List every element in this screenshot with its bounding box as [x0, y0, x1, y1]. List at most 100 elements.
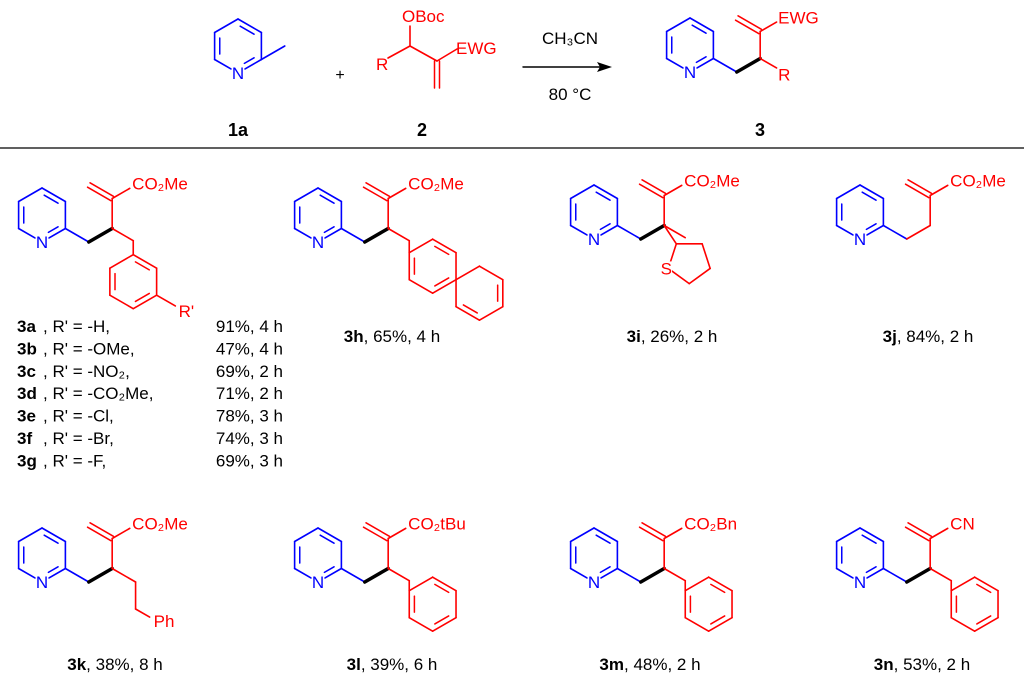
pyridine-ring-bond — [213, 18, 239, 34]
wedge-bond — [639, 566, 666, 584]
alkene-double-bond — [365, 182, 391, 198]
bond — [663, 224, 678, 245]
pyridine-ring-double-bond — [43, 534, 59, 544]
para-bond — [155, 294, 177, 307]
pyridine-ring-bond — [293, 527, 319, 543]
yield-time: , 48%, 2 h — [624, 655, 701, 674]
bond — [340, 567, 366, 583]
bond — [882, 567, 908, 583]
naphthalene-ring-bond — [455, 265, 481, 281]
compound-id: 3e — [17, 407, 36, 426]
bond — [64, 227, 90, 243]
ewg-label: CO₂Me — [132, 515, 188, 534]
pyridine-ring-bond — [593, 184, 619, 200]
phenyl-ring-double-bond — [434, 615, 450, 625]
ewg-label: CN — [950, 515, 975, 534]
compound-id: 3g — [17, 451, 37, 470]
ewg-label: CO₂Bn — [684, 515, 737, 534]
phenyl-ring-bond — [684, 616, 710, 632]
compound-caption: 3k, 38%, 8 h — [67, 655, 162, 674]
aryl-ring-double-bond — [134, 261, 151, 271]
naphthalene-ring-bond — [478, 265, 504, 281]
alkene-double-bond — [638, 183, 664, 199]
wedge-bond — [87, 566, 114, 584]
bond — [409, 45, 438, 62]
atom-label-background — [231, 66, 245, 82]
phenyl-label: Ph — [154, 612, 175, 631]
pyridine-ring-bond — [41, 527, 67, 543]
phenyl-ring-bond — [950, 576, 976, 592]
phenyl-ring-bond — [408, 616, 434, 632]
yield-time: , 26%, 2 h — [641, 327, 718, 346]
yield-time: , 38%, 8 h — [86, 655, 163, 674]
pyridine-ring-double-bond — [319, 534, 335, 544]
alkene-double-bond — [641, 522, 667, 538]
bond — [64, 567, 90, 583]
pyridine-ring-double-bond — [599, 223, 611, 231]
alkene-double-bond — [86, 186, 112, 202]
compound-caption: 3h, 65%, 4 h — [344, 327, 440, 346]
aryl-ring-bond — [132, 294, 158, 310]
phenyl-ring-double-bond — [434, 583, 450, 594]
compound-caption: 3i, 26%, 2 h — [627, 327, 718, 346]
pyridine-ring-bond — [600, 567, 619, 579]
phenyl-ring-bond — [707, 616, 733, 632]
arrowhead-icon — [597, 62, 612, 72]
phenyl-ring-bond — [973, 616, 999, 632]
compound-label-1a: 1a — [228, 120, 249, 140]
compound-id: 3b — [17, 339, 37, 358]
pyridine-ring-bond — [324, 227, 343, 239]
bond — [387, 45, 411, 59]
compound-caption: 3n, 53%, 2 h — [874, 655, 970, 674]
thiophene-bond — [688, 267, 711, 285]
bond — [387, 527, 407, 540]
pyridine-ring-bond — [859, 184, 885, 200]
pyridine-ring-double-bond — [595, 191, 611, 201]
bond — [929, 527, 949, 540]
ewg-label: CO₂Me — [684, 172, 740, 191]
atom-label-background — [853, 232, 867, 248]
pyridine-ring-bond — [293, 567, 312, 579]
r-group-label: R — [376, 55, 388, 74]
compound-id: 3l — [347, 655, 361, 674]
pyridine-ring-double-bond — [323, 566, 335, 574]
yield-time: 71%, 2 h — [216, 384, 283, 403]
alkene-double-bond — [904, 526, 930, 542]
pyridine-ring-double-bond — [595, 534, 611, 544]
pyridine-ring-double-bond — [865, 223, 877, 231]
alkene-double-bond — [734, 19, 760, 35]
phenyl-ring-bond — [950, 616, 976, 632]
pyridine-ring-bond — [689, 17, 715, 33]
alkene-double-bond — [365, 522, 391, 538]
ewg-label: EWG — [456, 39, 497, 58]
substituent-desc: , R' = -NO₂, — [43, 362, 130, 381]
compound-label-2: 2 — [417, 120, 427, 140]
alkene-double-bond — [737, 15, 763, 31]
bond — [663, 224, 687, 239]
naphthalene-ring-bond — [431, 238, 457, 254]
naphthalene-ring-bond — [455, 305, 481, 321]
bond — [759, 21, 778, 33]
bond — [616, 567, 642, 583]
ewg-label: CO₂Me — [408, 175, 464, 194]
bond — [111, 527, 131, 540]
pyridine-ring-double-bond — [861, 191, 877, 201]
pyridine-ring-bond — [317, 187, 343, 203]
naphthalene-ring-double-bond — [462, 304, 478, 314]
aryl-ring-bond — [109, 294, 135, 310]
compound-id: 3m — [599, 655, 624, 674]
compound-id: 3n — [874, 655, 894, 674]
alkene-double-bond — [362, 186, 388, 202]
alkene-double-bond — [89, 182, 115, 198]
naphthalene-ring-bond — [431, 278, 457, 294]
pyridine-ring-bond — [859, 527, 885, 543]
phenyl-ring-bond — [431, 576, 457, 592]
alkene-double-bond — [907, 522, 933, 538]
wedge-bond — [363, 566, 390, 584]
substituent-desc: , R' = -H, — [43, 317, 110, 336]
yield-time: 69%, 3 h — [216, 451, 283, 470]
aryl-ring-bond — [109, 253, 135, 269]
aryl-ring-bond — [132, 253, 158, 269]
bond — [134, 608, 151, 618]
compound-caption: 3m, 48%, 2 h — [599, 655, 700, 674]
